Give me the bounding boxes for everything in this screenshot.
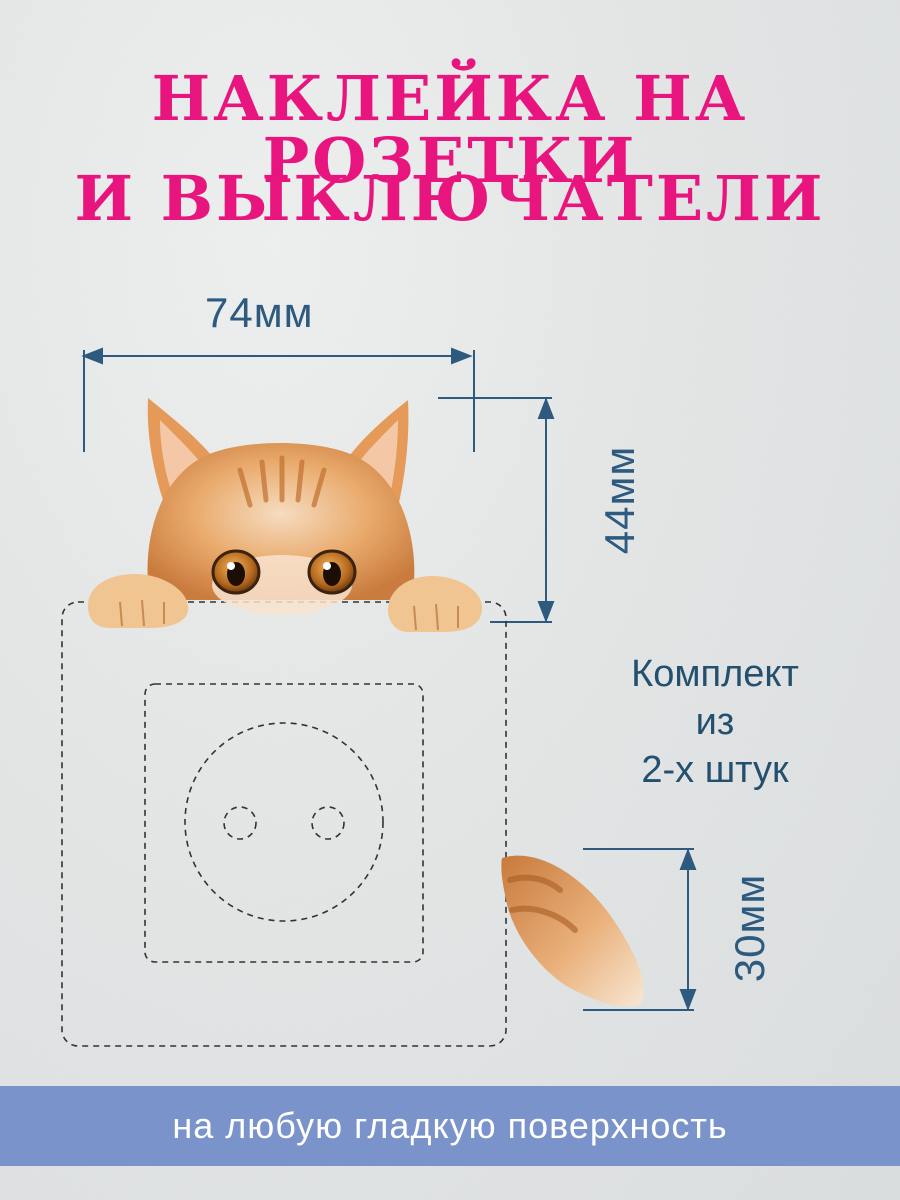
bottom-banner: на любую гладкую поверхность bbox=[0, 1086, 900, 1166]
socket-outline-icon bbox=[61, 601, 507, 1047]
kit-info: Комплект из 2-х штук bbox=[600, 650, 830, 794]
title-line-2: и выключатели bbox=[74, 162, 826, 235]
cat-tail-sticker-icon bbox=[501, 855, 644, 1007]
kit-line-2: из bbox=[695, 701, 735, 743]
tail-dimension bbox=[583, 848, 697, 1011]
height-dimension bbox=[438, 397, 555, 623]
title-line-1: Наклейка на розетки bbox=[151, 62, 749, 197]
kit-line-1: Комплект bbox=[631, 653, 799, 695]
tail-label: 30мм bbox=[726, 873, 773, 983]
kit-line-3: 2-х штук bbox=[641, 749, 789, 791]
height-label: 44мм bbox=[596, 445, 643, 555]
cat-sticker-icon bbox=[88, 398, 482, 632]
banner-text: на любую гладкую поверхность bbox=[172, 1105, 728, 1146]
width-dimension bbox=[81, 347, 475, 452]
width-label: 74мм bbox=[205, 289, 314, 336]
